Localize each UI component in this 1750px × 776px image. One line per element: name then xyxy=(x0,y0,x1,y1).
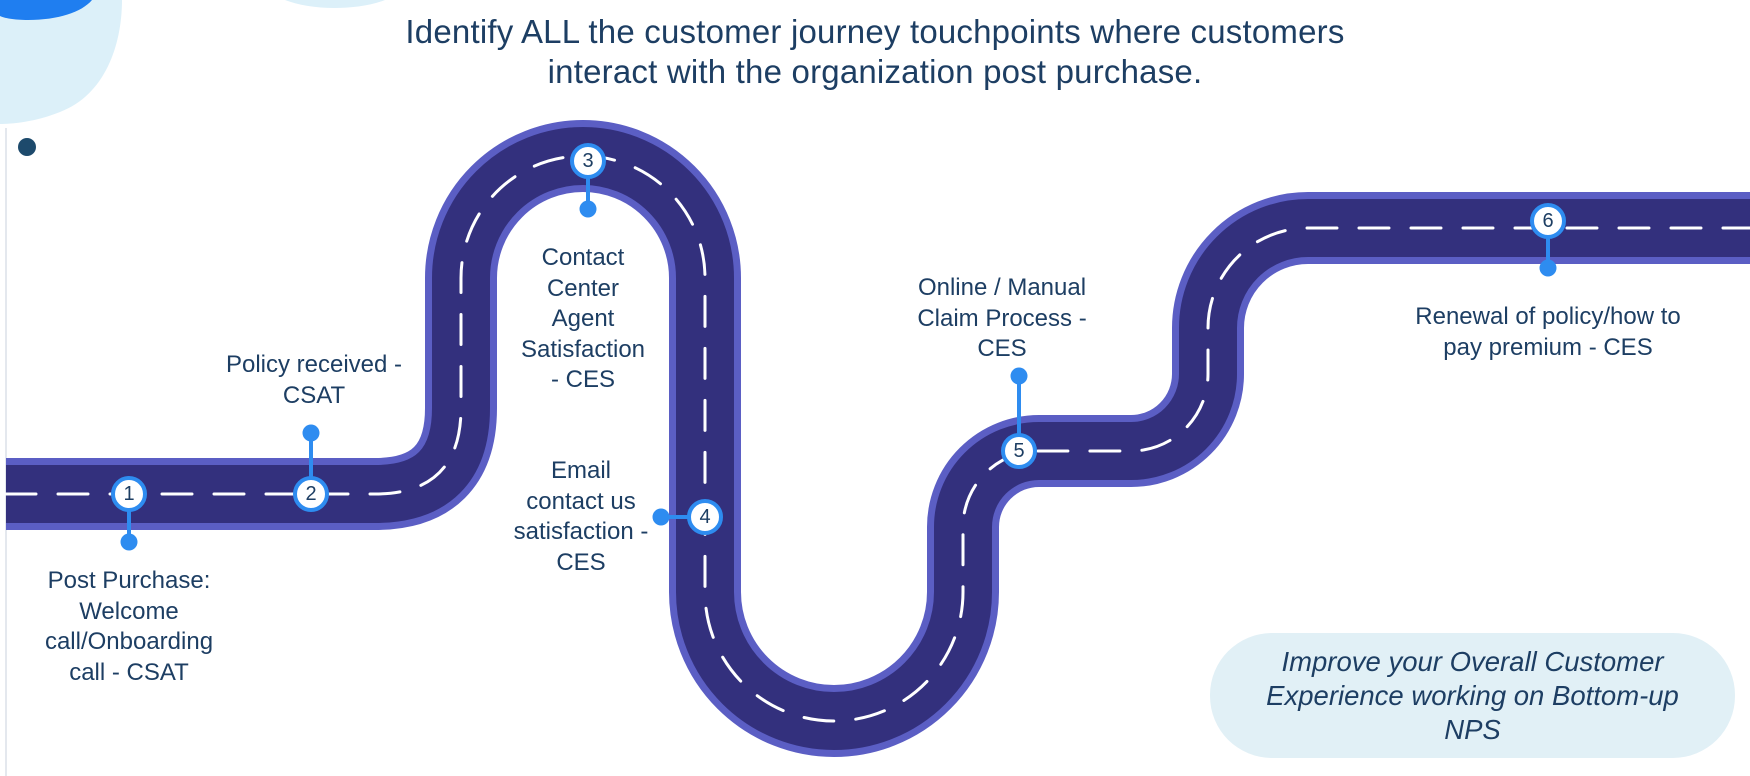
page-title: Identify ALL the customer journey touchp… xyxy=(0,12,1750,92)
road-center-line xyxy=(4,154,1750,723)
touchpoint-2-marker: 2 xyxy=(293,476,329,512)
decor-arc-light xyxy=(285,0,385,8)
title-line-2: interact with the organization post purc… xyxy=(547,53,1203,90)
touchpoint-6-label: Renewal of policy/how to pay premium - C… xyxy=(1415,303,1681,361)
callout-line-2: Experience working on Bottom-up xyxy=(1266,679,1679,711)
decor-blob-light xyxy=(0,0,122,124)
bullet-dot xyxy=(18,138,36,156)
touchpoint-5-marker: 5 xyxy=(1001,433,1037,469)
touchpoint-2-label: Policy received - CSAT xyxy=(225,351,403,409)
touchpoint-6-marker: 6 xyxy=(1530,203,1566,239)
callout-line-3: NPS xyxy=(1444,713,1501,745)
callout-line-1: Improve your Overall Customer xyxy=(1281,645,1664,677)
decor-blob-blue xyxy=(0,0,92,20)
touchpoint-1-marker: 1 xyxy=(111,476,147,512)
touchpoint-5-label: Online / Manual Claim Process - CES xyxy=(917,274,1087,362)
touchpoint-3-marker: 3 xyxy=(570,143,606,179)
nps-callout: Improve your Overall Customer Experience… xyxy=(1210,633,1735,758)
touchpoint-4-label: Email contact us satisfaction - CES xyxy=(513,457,649,576)
touchpoint-3-label: Contact Center Agent Satisfaction - CES xyxy=(520,244,646,393)
title-line-1: Identify ALL the customer journey touchp… xyxy=(405,13,1345,50)
road xyxy=(4,120,1750,757)
touchpoint-1-label: Post Purchase: Welcome call/Onboarding c… xyxy=(44,567,214,686)
touchpoint-4-marker: 4 xyxy=(687,499,723,535)
